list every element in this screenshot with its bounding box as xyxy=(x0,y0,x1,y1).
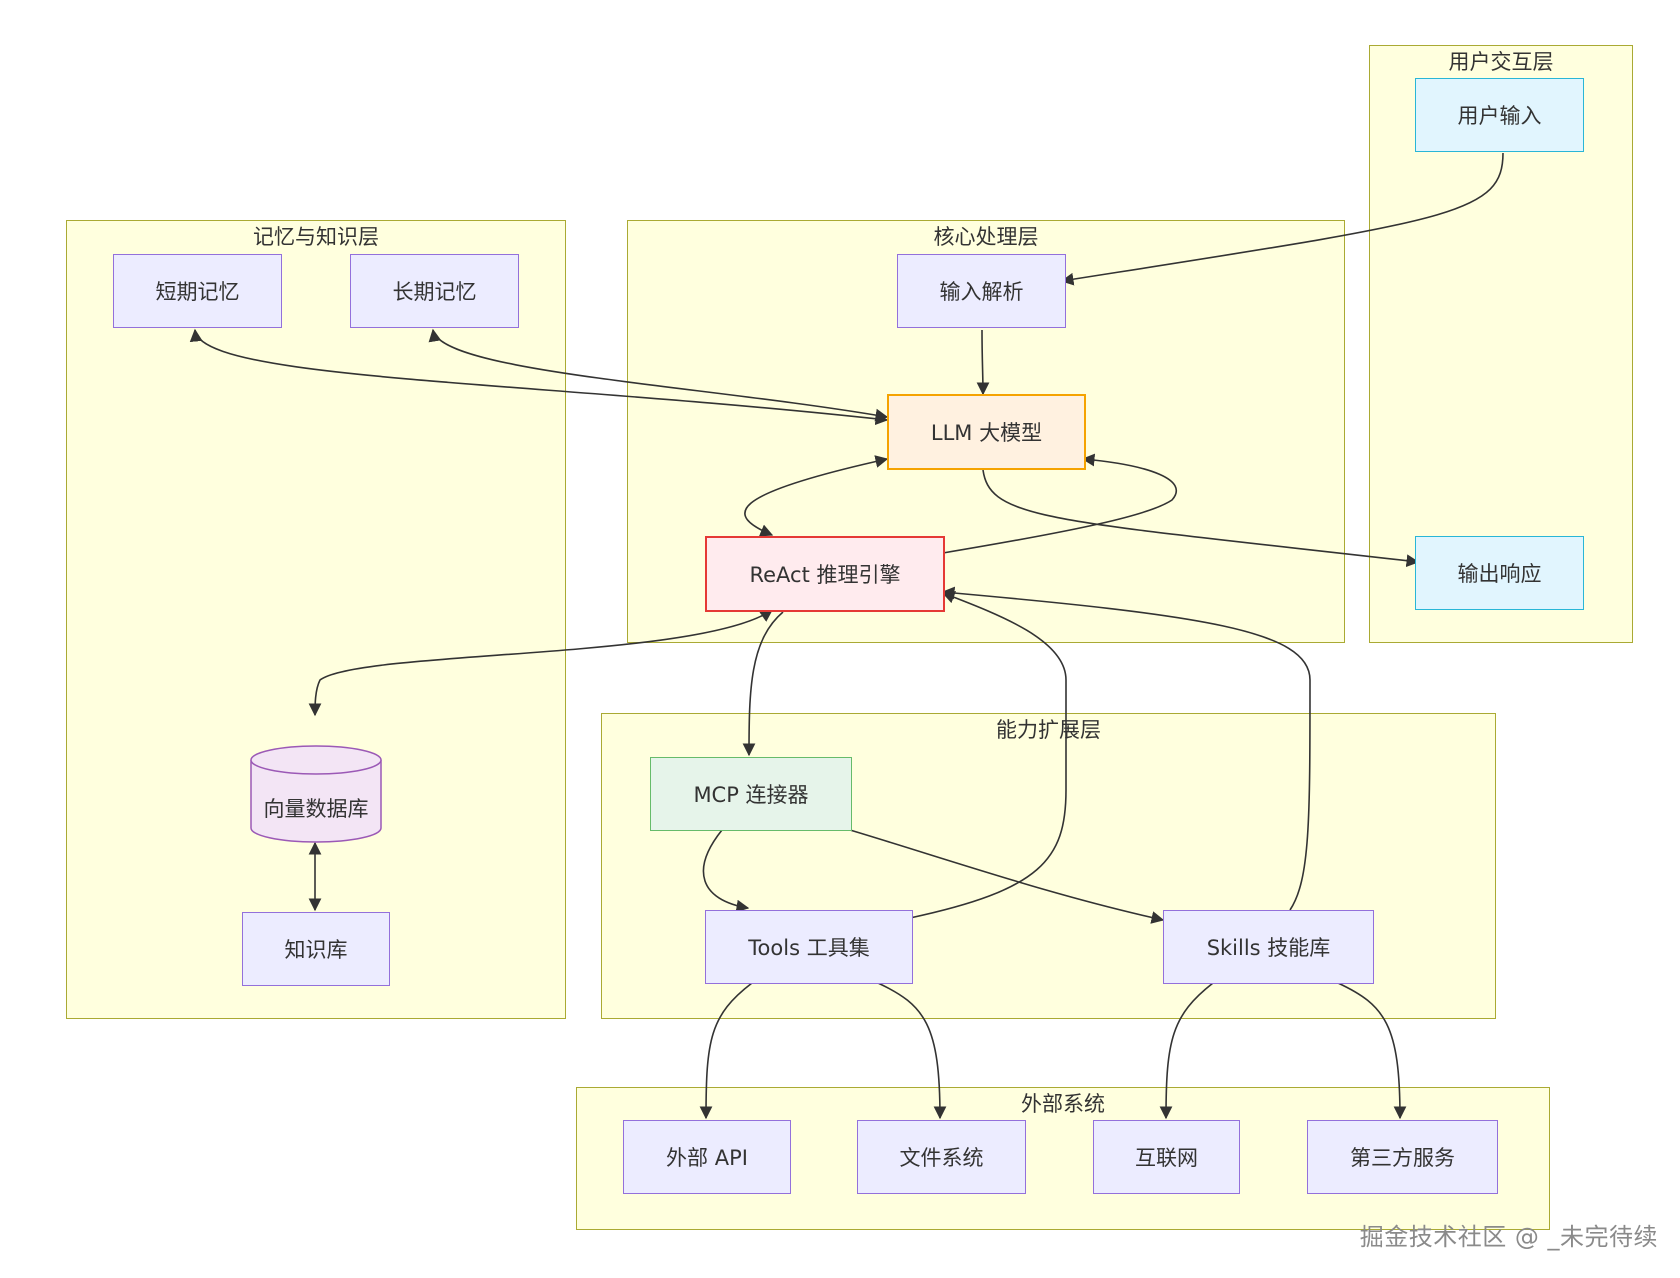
node-label: Tools 工具集 xyxy=(748,936,870,960)
cluster-title: 外部系统 xyxy=(1021,1092,1105,1116)
node-file-system: 文件系统 xyxy=(857,1120,1026,1194)
database-cylinder-icon xyxy=(250,745,382,843)
cluster-memory-knowledge: 记忆与知识层 xyxy=(66,220,566,1019)
node-long-term-memory: 长期记忆 xyxy=(350,254,519,328)
node-input-parse: 输入解析 xyxy=(897,254,1066,328)
node-label: Skills 技能库 xyxy=(1206,936,1331,960)
cluster-title: 记忆与知识层 xyxy=(253,225,379,249)
node-label: LLM 大模型 xyxy=(930,421,1043,445)
node-label: 输出响应 xyxy=(1457,562,1542,586)
cluster-title: 能力扩展层 xyxy=(996,718,1101,742)
node-label: 第三方服务 xyxy=(1350,1146,1455,1170)
node-label: 输入解析 xyxy=(939,280,1024,304)
node-label: 外部 API xyxy=(666,1146,748,1170)
node-label: ReAct 推理引擎 xyxy=(749,563,901,587)
node-llm: LLM 大模型 xyxy=(887,394,1086,470)
cluster-title: 用户交互层 xyxy=(1448,50,1554,74)
node-label: 短期记忆 xyxy=(155,280,240,304)
node-internet: 互联网 xyxy=(1093,1120,1240,1194)
node-label: 长期记忆 xyxy=(392,280,477,304)
node-knowledge-base: 知识库 xyxy=(242,912,390,986)
watermark: 掘金技术社区 @ _未完待续 xyxy=(1359,1223,1658,1251)
node-label: 文件系统 xyxy=(899,1146,984,1170)
node-skills: Skills 技能库 xyxy=(1163,910,1374,984)
node-label: 用户输入 xyxy=(1457,104,1542,128)
node-short-term-memory: 短期记忆 xyxy=(113,254,282,328)
node-mcp-connector: MCP 连接器 xyxy=(650,757,852,831)
node-third-party-service: 第三方服务 xyxy=(1307,1120,1498,1194)
node-label: 知识库 xyxy=(284,938,348,962)
node-output-response: 输出响应 xyxy=(1415,536,1584,610)
node-user-input: 用户输入 xyxy=(1415,78,1584,152)
cluster-title: 核心处理层 xyxy=(933,225,1039,249)
node-external-api: 外部 API xyxy=(623,1120,791,1194)
node-label: MCP 连接器 xyxy=(693,783,809,807)
node-tools: Tools 工具集 xyxy=(705,910,913,984)
node-vector-database: 向量数据库 xyxy=(250,745,382,843)
node-react-engine: ReAct 推理引擎 xyxy=(705,536,945,612)
node-label: 向量数据库 xyxy=(263,797,369,821)
node-label: 互联网 xyxy=(1135,1146,1198,1170)
